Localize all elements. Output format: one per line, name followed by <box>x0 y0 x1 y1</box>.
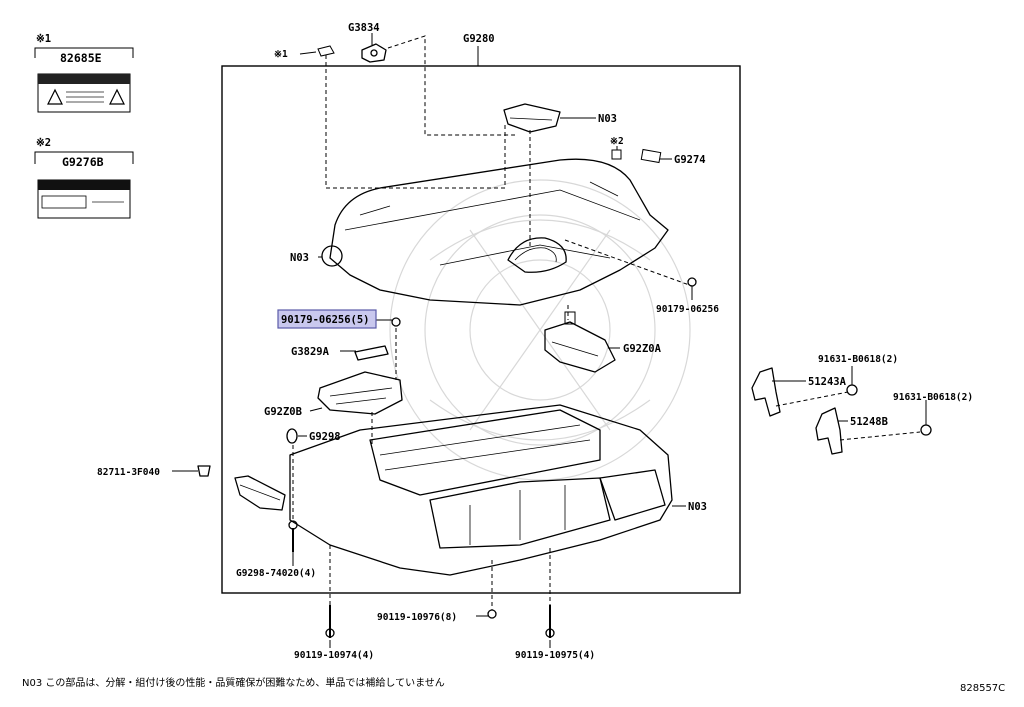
label-mark2-small: ※2 <box>610 136 624 147</box>
clip-82711-shape[interactable] <box>197 465 211 477</box>
label-g92z0b[interactable]: G92Z0B <box>264 406 302 418</box>
assembly-dashed-lines <box>292 35 921 610</box>
label-g9274[interactable]: G9274 <box>674 154 706 166</box>
label-bolt-90119-10975[interactable]: 90119-10975(4) <box>515 650 595 661</box>
legend-part-82685e[interactable]: 82685E <box>60 51 102 65</box>
bolt-90179-highlight-shape[interactable] <box>391 317 401 327</box>
g3829a-plate-shape[interactable] <box>354 345 389 361</box>
label-g9298-74020[interactable]: G9298-74020(4) <box>236 568 316 579</box>
label-g92z0a[interactable]: G92Z0A <box>623 343 662 355</box>
diagram-id: 828557C <box>960 683 1005 694</box>
g92z0a-component-shape[interactable] <box>544 311 616 373</box>
label-g9298[interactable]: G9298 <box>309 431 341 443</box>
bolt-91631-a-shape[interactable] <box>846 384 858 396</box>
legend-box-2[interactable]: ※2 G9276B <box>34 137 134 219</box>
bolt-90119-10975-shape[interactable] <box>545 605 555 638</box>
footer-note: N03 この部品は、分解・組付け後の性能・品質確保が困難なため、単品では補給して… <box>22 676 445 689</box>
bolt-g9298-74020-shape[interactable] <box>288 520 298 552</box>
battery-cover-shape[interactable] <box>321 158 669 306</box>
watermark-emblem <box>389 179 691 481</box>
legend-box-1[interactable]: ※1 82685E <box>34 33 134 113</box>
bracket-51248b-shape[interactable] <box>815 407 843 455</box>
label-g3829a[interactable]: G3829A <box>291 346 330 358</box>
label-bolt-91631-a[interactable]: 91631-B0618(2) <box>818 354 898 365</box>
mark1-tag-shape[interactable] <box>317 45 335 57</box>
battery-tray-shape[interactable] <box>234 404 673 576</box>
legend-mark-2: ※2 <box>36 137 51 149</box>
label-n03-right[interactable]: N03 <box>688 501 707 513</box>
label-clip-82711[interactable]: 82711-3F040 <box>97 467 160 478</box>
label-g9280[interactable]: G9280 <box>463 33 495 45</box>
g9298-grommet-shape[interactable] <box>286 428 298 444</box>
bracket-51243a-shape[interactable] <box>751 367 781 417</box>
label-g3834[interactable]: G3834 <box>348 22 380 34</box>
highlight-box <box>277 309 377 329</box>
g9274-tag-shape[interactable] <box>640 148 662 164</box>
label-n03-top[interactable]: N03 <box>598 113 617 125</box>
leader-lines <box>172 33 927 648</box>
bolt-90119-10974-shape[interactable] <box>325 605 335 638</box>
n03-top-component-shape[interactable] <box>503 103 561 133</box>
label-n03-left[interactable]: N03 <box>290 252 309 264</box>
label-bolt-90179-highlight[interactable]: 90179-06256(5) <box>281 314 370 326</box>
label-bolt-90179-right[interactable]: 90179-06256 <box>656 304 719 315</box>
legend-part-g9276b[interactable]: G9276B <box>62 155 104 169</box>
mark2-tag-shape[interactable] <box>611 149 622 160</box>
label-bolt-90119-10974[interactable]: 90119-10974(4) <box>294 650 374 661</box>
g3834-component-shape[interactable] <box>361 43 387 63</box>
g92z0b-component-shape[interactable] <box>317 371 403 415</box>
label-bolt-90119-10976[interactable]: 90119-10976(8) <box>377 612 457 623</box>
assembly-frame <box>221 65 741 594</box>
label-mark1-small: ※1 <box>274 49 288 60</box>
label-bracket-51243a[interactable]: 51243A <box>808 376 847 388</box>
bolt-90179-right-shape[interactable] <box>687 277 697 287</box>
label-bracket-51248b[interactable]: 51248B <box>850 416 888 428</box>
legend-mark-1: ※1 <box>36 33 51 45</box>
bolt-90119-10976-shape[interactable] <box>487 609 497 619</box>
label-bolt-91631-b[interactable]: 91631-B0618(2) <box>893 392 973 403</box>
bolt-91631-b-shape[interactable] <box>920 424 932 436</box>
